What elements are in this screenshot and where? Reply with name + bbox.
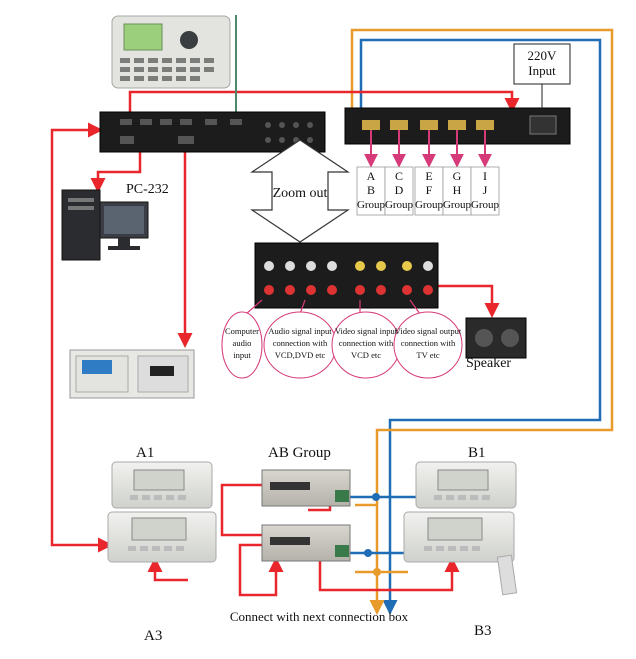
zoomed-audio-video-panel [254,242,439,309]
panel-b3-label: B3 [474,623,492,639]
ab-group-box-bottom [261,524,351,562]
group-label-mid: D [395,183,404,197]
panel-b3-edge [496,554,518,596]
callout-text-line: audio [233,338,252,348]
group-label-top: I [483,169,487,183]
callout-text-line: Video signal input [335,326,398,336]
speaker-device [465,317,527,359]
panel-a3-label: A3 [144,628,162,644]
power-label-line2: Input [528,63,556,78]
callout-text-line: Computer [225,326,259,336]
callout-text-line: VCD etc [351,350,381,360]
controller-ports [120,119,313,144]
group-label-bottom: Group [415,199,444,211]
ab-group-label: AB Group [268,445,331,461]
zoom-out-label: Zoom out [273,186,328,201]
callout-text-line: connection with [273,338,328,348]
orange-wire-main [350,28,614,615]
group-label-bottom: Group [443,199,472,211]
callout-text-line: connection with [401,338,456,348]
panel-a1-label: A1 [136,445,154,461]
panel-b1 [415,461,517,509]
callouts [221,299,463,379]
callout-text-line: input [233,350,251,360]
callout-computer-audio [221,311,263,379]
group-label-box-2 [414,166,444,216]
main-controller-rear [99,111,326,153]
group-label-top: A [367,169,376,183]
blue-wire-main [359,38,602,615]
red-wire-ab-bottom [238,543,284,597]
red-wire-top [128,90,520,116]
red-wire-ab-top-left [220,483,262,537]
red-wire-pc [90,150,142,193]
junction-dot-blue-2 [364,549,372,557]
remote-dial-icon [180,31,198,49]
group-label-bottom: Group [471,199,500,211]
group-labels: AB Group CD Group EF Group GH Group IJ Group [356,166,500,216]
group-label-mid: B [367,183,375,197]
group-terminals [362,120,494,130]
callout-text-line: Video signal output [395,326,462,336]
junction-dot-blue-1 [372,493,380,501]
callout-text-line: connection with [339,338,394,348]
group-output-box [344,107,571,145]
group-label-mid: F [426,183,433,197]
connect-next-box-label: Connect with next connection box [230,609,409,624]
group-label-box-4 [470,166,500,216]
callout-text-line: VCD,DVD etc [275,350,326,360]
remote-control-device [111,15,231,89]
red-wire-ab-right [318,557,460,592]
remote-keypad [120,58,214,81]
group-label-top: G [453,169,462,183]
group-label-box-1 [384,166,414,216]
group-label-top: C [395,169,403,183]
red-wire-a3 [147,557,188,582]
red-wire-left [50,122,113,553]
group-label-bottom: Group [385,199,414,211]
power-socket [529,115,557,135]
callout-text-line: Audio signal input [268,326,332,336]
group-label-bottom: Group [357,199,386,211]
pc-computer [61,189,149,261]
red-wire-speaker [438,284,500,318]
wires [50,15,614,615]
power-label-box [513,43,571,85]
wall-panel-device [69,349,195,399]
zoom-out-arrow [250,139,350,243]
panel-a1 [111,461,213,509]
rca-jacks [264,261,433,295]
callout-texts: Computer audio input Audio signal input conn… [225,326,462,360]
panel-b1-label: B1 [468,445,486,461]
panel-a2 [107,511,217,563]
panel-b2 [403,511,515,563]
orange-wire-ab [355,503,377,574]
callout-video-output [393,311,463,379]
group-label-mid: J [483,183,488,197]
ab-group-box-top [261,469,351,507]
group-arrows [364,130,492,168]
pc-label: PC-232 [126,182,169,197]
callout-text-line: TV etc [416,350,439,360]
power-label-line1: 220V [528,48,558,63]
remote-screen [123,23,163,51]
speaker-label: Speaker [466,356,511,371]
group-label-top: E [425,169,432,183]
group-label-mid: H [453,183,462,197]
